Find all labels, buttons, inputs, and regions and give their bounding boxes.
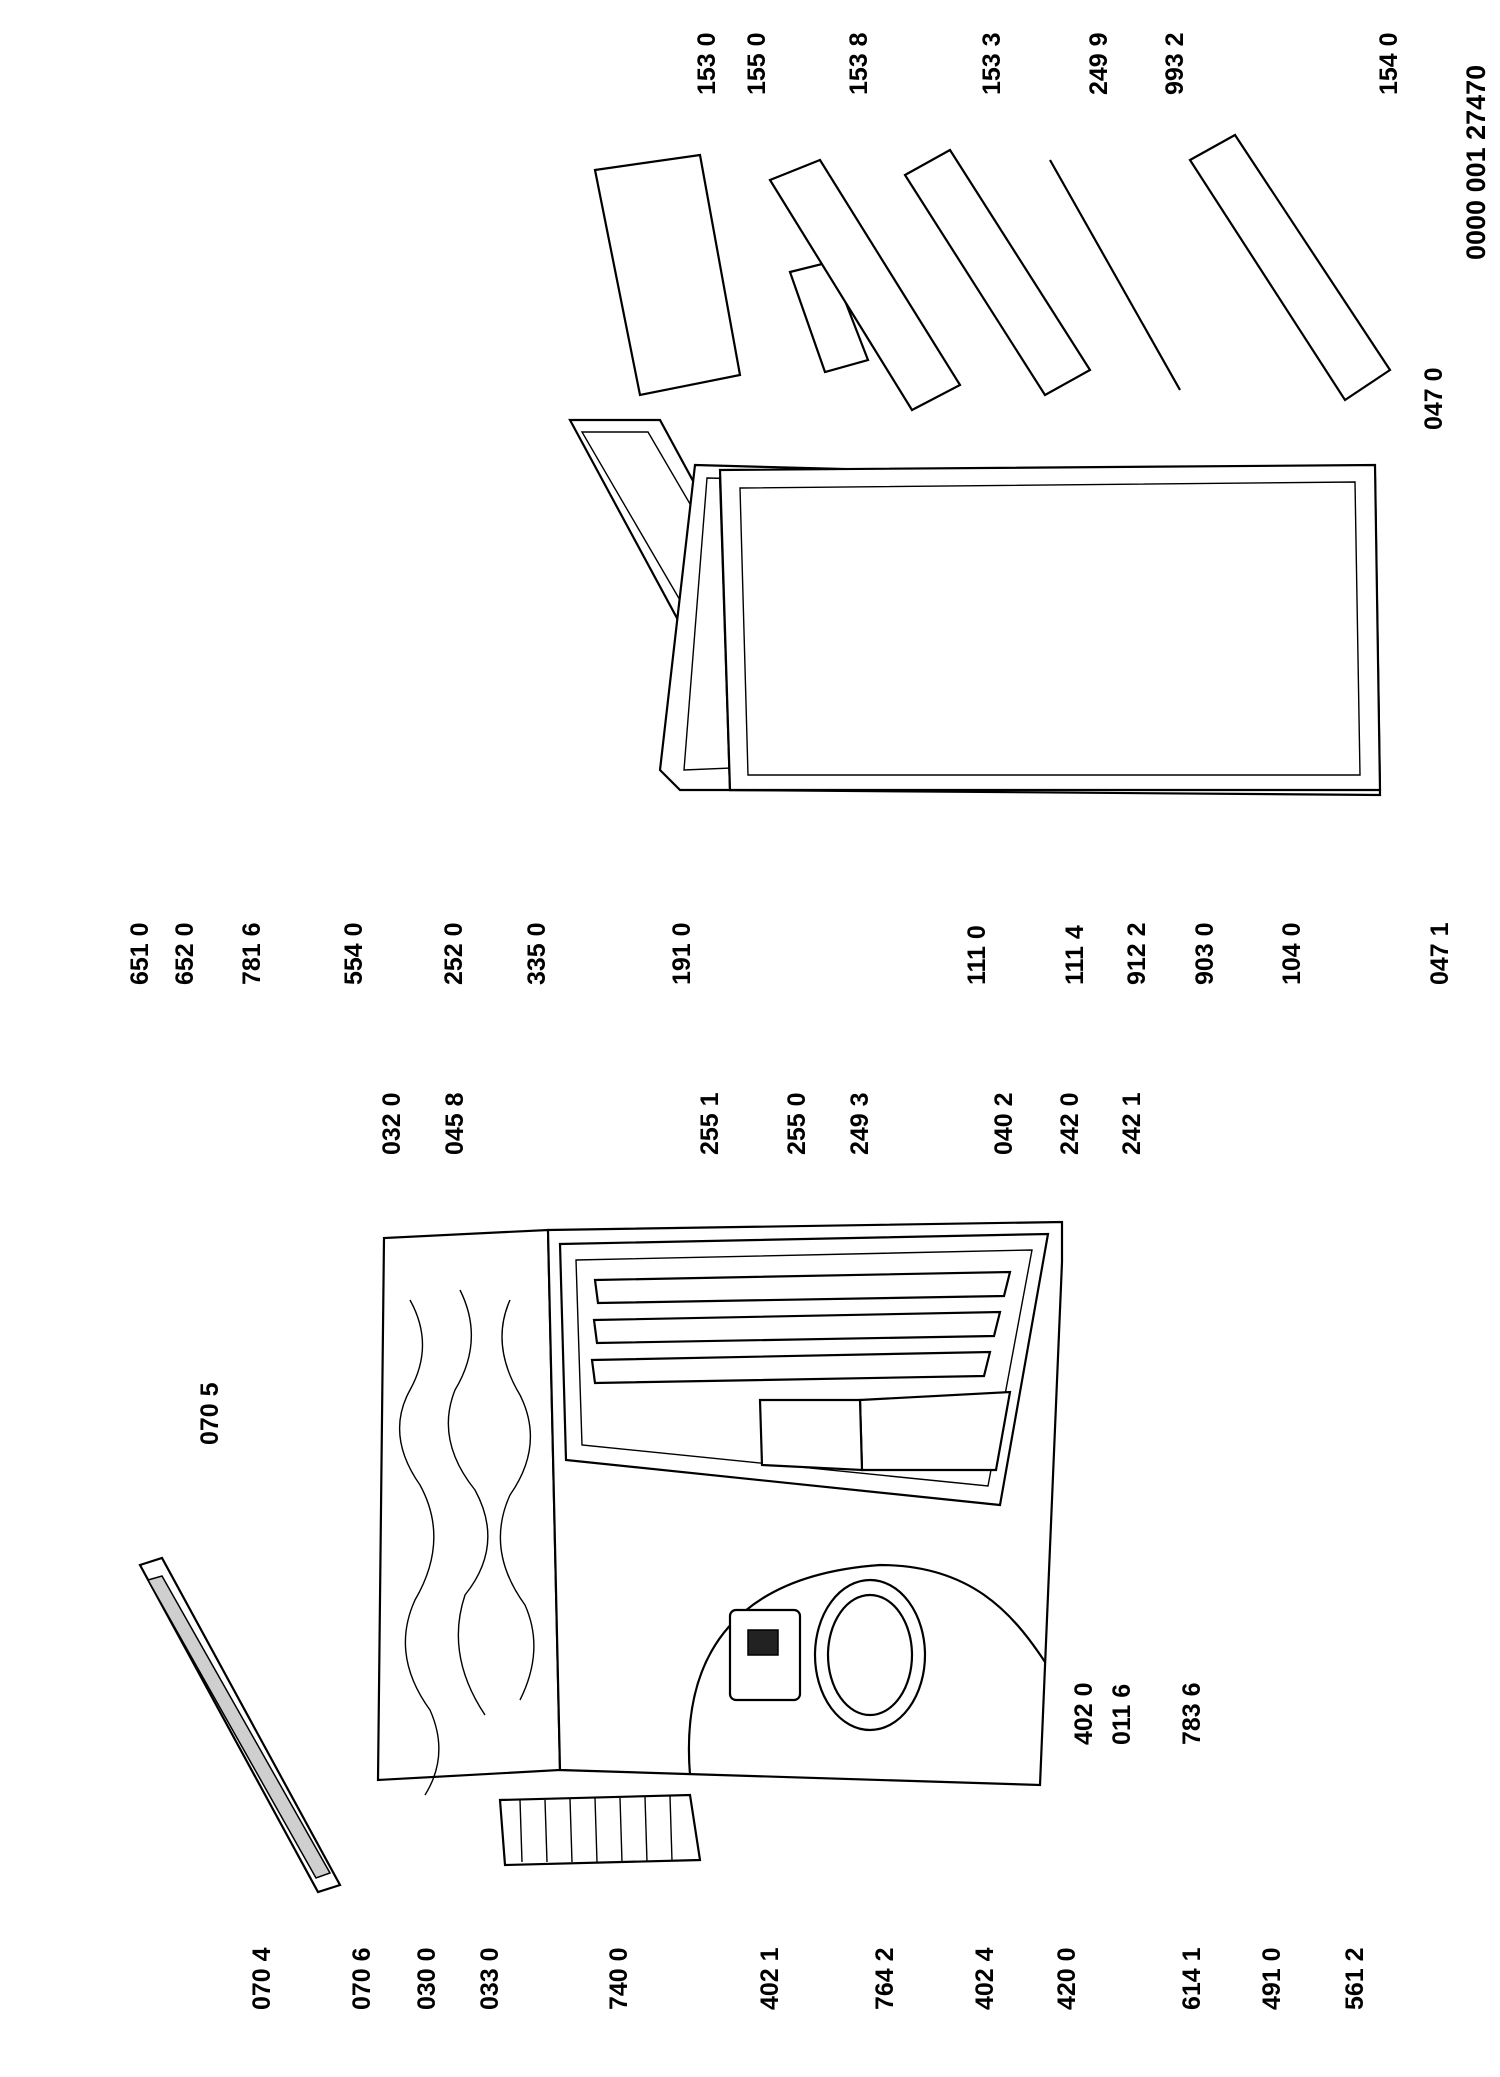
door-main [718,463,1382,792]
label-1538: 153 8 [845,32,873,95]
compressor [813,1578,927,1732]
label-0402: 040 2 [990,1092,1018,1155]
label-2550: 255 0 [783,1092,811,1155]
ventilation-grille [138,1556,342,1894]
label-5540: 554 0 [340,922,368,985]
label-6141: 614 1 [1178,1947,1206,2010]
condenser-coil [498,1793,702,1867]
label-0470: 047 0 [1420,367,1448,430]
label-0300: 030 0 [413,1947,441,2010]
label-1550: 155 0 [743,32,771,95]
label-0705: 070 5 [196,1382,224,1445]
door-bin-153-3 [903,148,1092,397]
label-7642: 764 2 [871,1947,899,2010]
label-4024: 402 4 [971,1947,999,2010]
door-bin-154 [1188,133,1392,402]
condenser-fins [519,1795,673,1863]
compressor-niche [687,1563,1046,1776]
door-bin-153-8 [768,158,962,412]
label-1533: 153 3 [978,32,1006,95]
insulation-waves [398,1289,535,1796]
label-7400: 740 0 [605,1947,633,2010]
label-9030: 903 0 [1191,922,1219,985]
label-0320: 032 0 [378,1092,406,1155]
label-0704: 070 4 [248,1947,276,2010]
label-2499: 249 9 [1085,32,1113,95]
label-4020: 402 0 [1070,1682,1098,1745]
label-1040: 104 0 [1278,922,1306,985]
cabinet [376,1220,1064,1796]
label-1114: 111 4 [1061,925,1089,985]
crisper-drawers [758,1390,1012,1472]
label-0116: 011 6 [1108,1684,1136,1745]
label-3350: 335 0 [523,922,551,985]
label-9932: 993 2 [1161,32,1189,95]
label-2420: 242 0 [1056,1092,1084,1155]
label-4021: 402 1 [756,1947,784,2010]
label-1530: 153 0 [693,32,721,95]
label-0458: 045 8 [441,1092,469,1155]
label-2520: 252 0 [440,922,468,985]
egg-tray-155 [788,260,870,374]
label-1110: 111 0 [963,925,991,985]
label-2421: 242 1 [1118,1092,1146,1155]
label-4200: 420 0 [1053,1947,1081,2010]
start-relay [728,1608,802,1702]
bar-249-9 [1049,159,1181,391]
label-7816: 781 6 [238,922,266,985]
label-0330: 033 0 [476,1947,504,2010]
label-0706: 070 6 [348,1947,376,2010]
label-0471: 047 1 [1426,922,1454,985]
document-number: 0000 001 27470 [1461,65,1491,260]
label-6510: 651 0 [126,922,154,985]
label-5612: 561 2 [1341,1947,1369,2010]
label-2551: 255 1 [696,1092,724,1155]
label-4910: 491 0 [1258,1947,1286,2010]
door-shelf-153-0 [593,153,742,397]
label-1540: 154 0 [1375,32,1403,95]
label-6520: 652 0 [171,922,199,985]
label-9122: 912 2 [1123,922,1151,985]
label-2493: 249 3 [846,1092,874,1155]
label-1910: 191 0 [668,922,696,985]
internal-shelves [590,1270,1012,1385]
label-7836: 783 6 [1178,1682,1206,1745]
